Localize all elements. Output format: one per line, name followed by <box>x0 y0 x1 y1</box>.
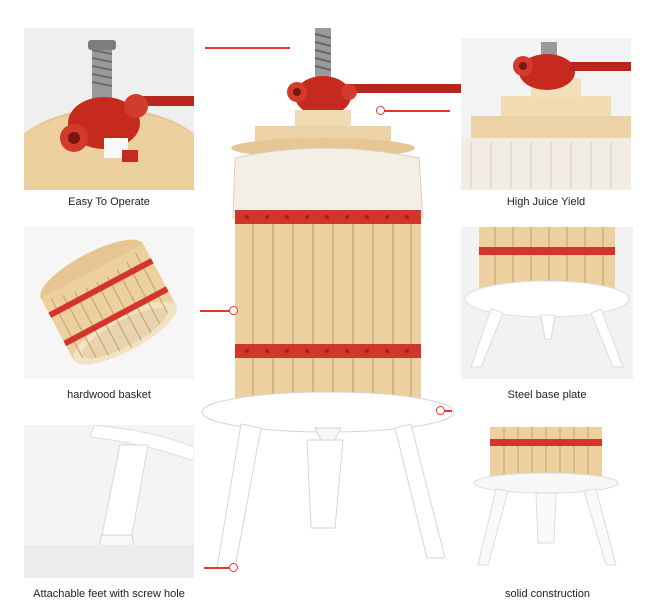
caption-high-juice-yield: High Juice Yield <box>506 196 586 208</box>
panel-easy-to-operate <box>24 28 194 190</box>
leader-line-bottom-left <box>204 567 232 569</box>
panel-steel-base-plate <box>461 227 633 379</box>
fruit-press-illustration <box>201 28 461 569</box>
caption-solid-construction: solid construction <box>505 588 590 600</box>
panel-attachable-feet <box>24 425 194 578</box>
leader-line-mid-left <box>200 310 232 312</box>
attachable-feet-image <box>24 425 194 578</box>
leader-line-top-right <box>380 110 450 112</box>
caption-attachable-feet: Attachable feet with screw hole <box>33 588 185 600</box>
caption-steel-base-plate: Steel base plate <box>507 389 587 401</box>
leader-line-top-left <box>205 47 290 49</box>
panel-high-juice-yield <box>461 38 631 190</box>
hardwood-basket-image <box>24 227 194 379</box>
pressing-plate-closeup-image <box>461 38 631 190</box>
marker-dot-top-right <box>376 106 385 115</box>
panel-solid-construction <box>466 425 629 578</box>
screw-handle-closeup-image <box>24 28 194 190</box>
marker-dot-mid-right <box>436 406 445 415</box>
solid-construction-image <box>466 425 629 578</box>
caption-easy-to-operate: Easy To Operate <box>68 196 150 208</box>
steel-base-plate-image <box>461 227 633 379</box>
caption-hardwood-basket: hardwood basket <box>67 389 151 401</box>
marker-dot-mid-left <box>229 306 238 315</box>
panel-hardwood-basket <box>24 227 194 379</box>
marker-dot-bottom-left <box>229 563 238 572</box>
fruit-press-main-image <box>195 20 465 590</box>
leader-line-mid-right <box>440 410 452 412</box>
